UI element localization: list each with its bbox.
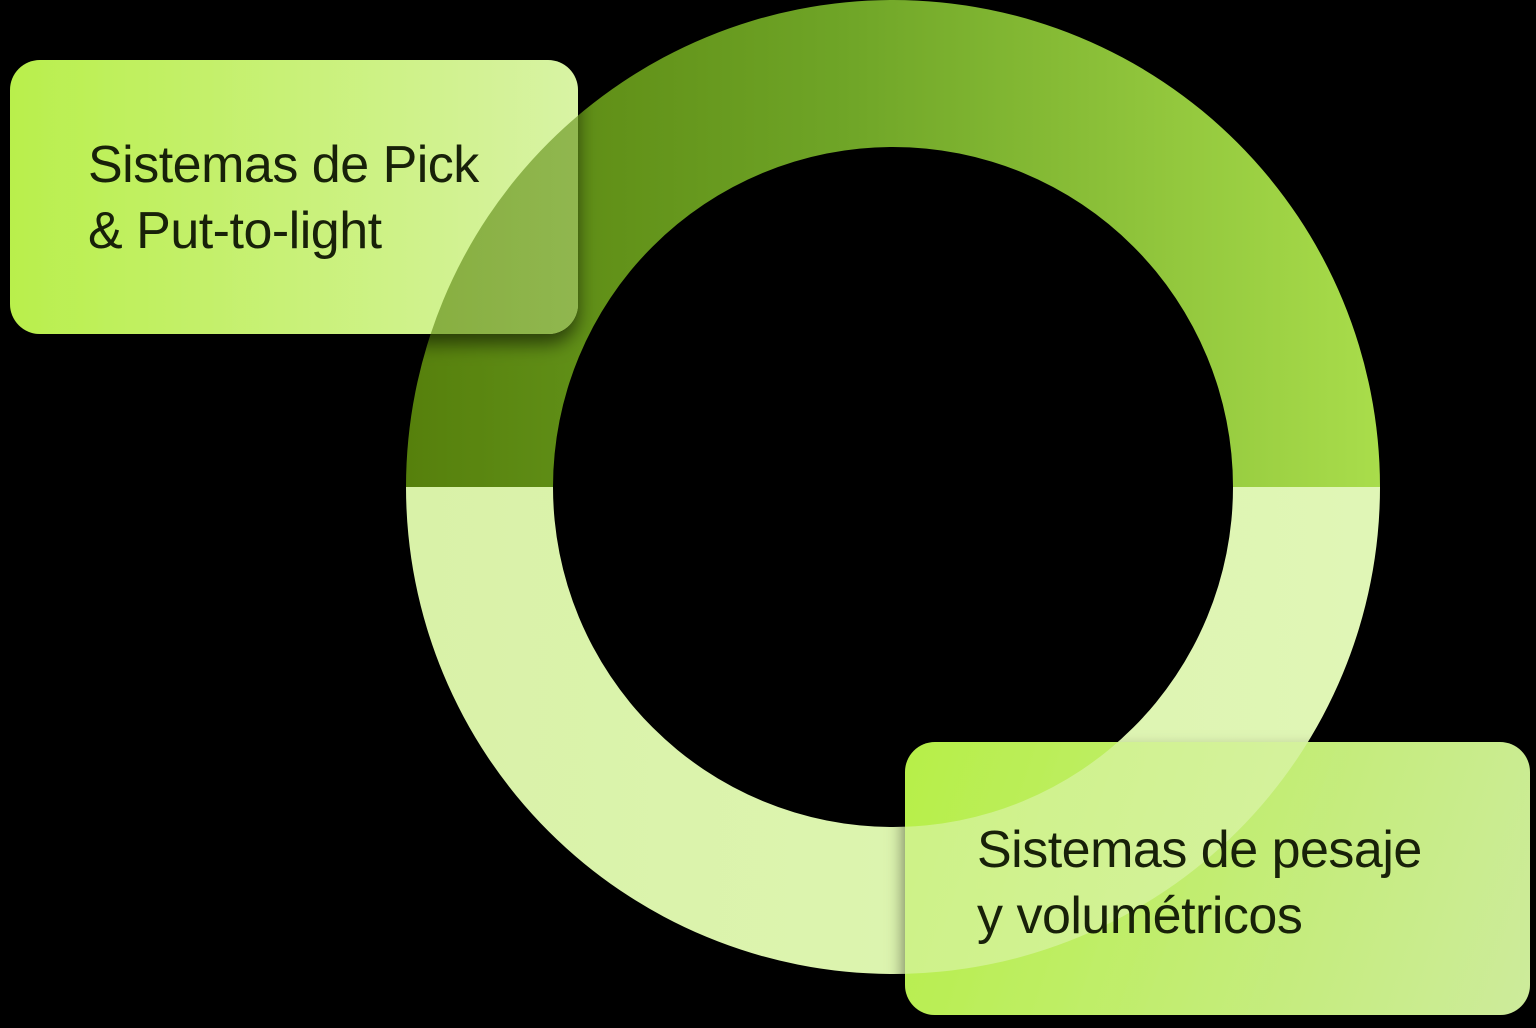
ring-overlay-card2 bbox=[905, 742, 1380, 974]
ring-segment-top bbox=[406, 0, 1380, 487]
card-pick-put-to-light bbox=[10, 60, 578, 334]
card2-label-line2: y volumétricos bbox=[977, 887, 1302, 945]
card2-label-line1: Sistemas de pesaje bbox=[977, 821, 1422, 879]
card1-label-line2: & Put-to-light bbox=[88, 202, 383, 260]
card1-label-line1: Sistemas de Pick bbox=[88, 136, 480, 194]
